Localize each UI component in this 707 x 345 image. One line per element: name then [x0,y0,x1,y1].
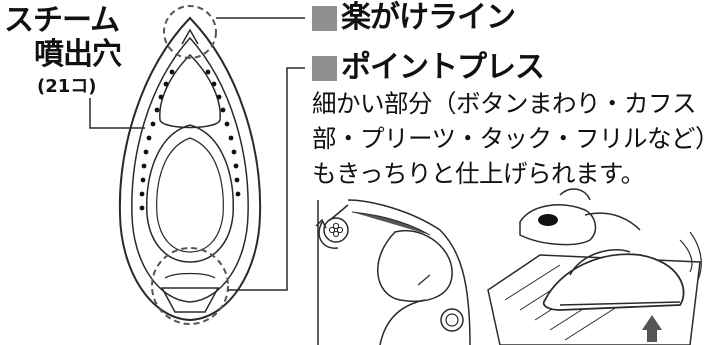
easy-line-label: 楽がけライン [341,0,516,35]
ironing-illustration [487,188,702,345]
point-press-label: ポイントプレス [341,50,545,85]
square-bullet-icon [312,5,337,31]
leader-point-press [228,67,305,291]
point-press-heading: ポイントプレス [312,50,545,86]
steam-hole-label: 噴出穴 [34,37,122,72]
heel-highlight [151,247,229,325]
heel-plate [160,287,220,313]
steam-hole-count: (21コ) [37,76,97,97]
description-line: 部・プリーツ・タック・フリルなど） [312,124,707,153]
description: 細かい部分（ボタンまわり・カフス 部・プリーツ・タック・フリルなど） もきっちり… [312,86,707,191]
point-press-closeup [315,199,471,345]
center-recess [146,124,234,263]
soleplate-outline [118,16,262,322]
upper-recess [159,53,221,129]
tip-groove [181,28,199,45]
soleplate-inner-rim [131,36,249,303]
steam-title: スチーム [4,3,120,38]
center-recess-inner [156,137,224,253]
description-line: もきっちりと仕上げられます。 [312,159,645,188]
easy-line-heading: 楽がけライン [312,0,516,36]
description-line: 細かい部分（ボタンまわり・カフス [312,89,697,118]
square-bullet-icon [312,55,337,81]
leader-steam [89,98,145,129]
tip-highlight [163,5,217,59]
